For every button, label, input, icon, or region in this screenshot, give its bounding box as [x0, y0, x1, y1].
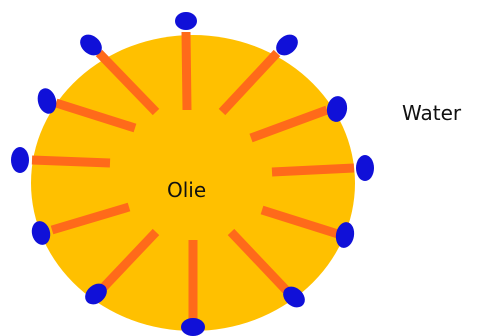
- hydrophobic-tail: [32, 160, 110, 163]
- water-label: Water: [402, 101, 462, 125]
- oil-label: Olie: [167, 178, 206, 202]
- hydrophilic-head: [11, 147, 29, 173]
- hydrophilic-head: [181, 318, 205, 336]
- hydrophobic-tail: [186, 32, 187, 110]
- hydrophilic-head: [356, 155, 374, 181]
- hydrophobic-tail: [272, 168, 354, 172]
- hydrophilic-head: [175, 12, 197, 30]
